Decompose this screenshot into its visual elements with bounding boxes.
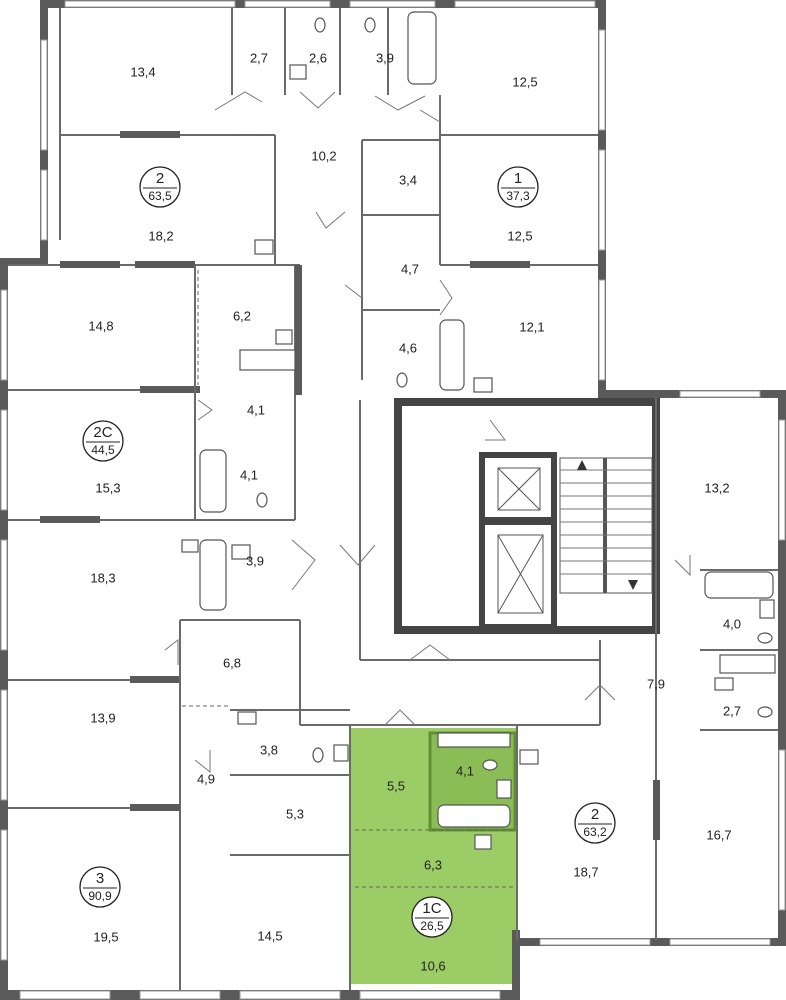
apartment-badge[interactable]: 2С 44,5 <box>82 420 124 462</box>
bath-fixtures <box>181 11 776 850</box>
door-swings <box>164 91 691 774</box>
staircase <box>559 457 653 594</box>
room-area-label: 12,5 <box>512 74 537 89</box>
room-area-label: 4,9 <box>197 771 215 786</box>
room-area-label: 13,4 <box>130 64 155 79</box>
room-area-label: 6,8 <box>223 655 241 670</box>
room-area-label: 4,7 <box>401 261 419 276</box>
room-area-label: 3,9 <box>376 50 394 65</box>
room-area-label: 19,5 <box>93 929 118 944</box>
room-labels: 13,4 2,7 2,6 3,9 12,5 10,2 3,4 18,2 12,5… <box>88 50 741 973</box>
apartment-badge-highlighted[interactable]: 1С 26,5 <box>411 896 453 938</box>
room-area-label: 4,1 <box>240 467 258 482</box>
apartment-number: 2С <box>93 424 112 441</box>
room-area-label: 4,0 <box>723 616 741 631</box>
room-area-label: 2,6 <box>309 50 327 65</box>
apartment-area: 90,9 <box>88 889 112 903</box>
room-area-label: 4,6 <box>399 340 417 355</box>
apartment-number: 3 <box>96 870 104 887</box>
room-area-label: 7,9 <box>647 676 665 691</box>
room-area-label: 13,9 <box>90 710 115 725</box>
room-area-label: 18,2 <box>148 228 173 243</box>
room-area-label: 18,7 <box>573 864 598 879</box>
room-area-label: 4,1 <box>247 402 265 417</box>
room-area-label: 10,2 <box>311 148 336 163</box>
apartment-badge[interactable]: 2 63,5 <box>139 166 181 208</box>
apartment-area: 37,3 <box>506 189 530 203</box>
room-area-label: 2,7 <box>723 703 741 718</box>
room-area-label: 12,5 <box>507 228 532 243</box>
apartment-area: 26,5 <box>420 919 444 933</box>
room-area-label: 4,1 <box>456 763 474 778</box>
room-area-label: 6,3 <box>424 857 442 872</box>
dashed-divisions <box>182 134 515 888</box>
room-area-label: 5,5 <box>387 778 405 793</box>
room-area-label: 14,5 <box>257 928 282 943</box>
apartment-badge[interactable]: 3 90,9 <box>79 866 121 908</box>
apartment-area: 63,2 <box>583 825 607 839</box>
apartment-badges: 2 63,5 1 37,3 2С 44,5 2 63,2 3 90,9 <box>79 166 616 938</box>
apartment-area: 44,5 <box>91 443 115 457</box>
room-area-label: 2,7 <box>250 50 268 65</box>
apartment-area: 63,5 <box>148 189 172 203</box>
apartment-number: 2 <box>591 806 599 823</box>
room-area-label: 3,4 <box>399 172 417 187</box>
room-area-label: 3,8 <box>260 742 278 757</box>
room-area-label: 6,2 <box>233 308 251 323</box>
apartment-number: 1 <box>514 170 522 187</box>
apartment-badge[interactable]: 1 37,3 <box>497 166 539 208</box>
room-area-label: 16,7 <box>706 827 731 842</box>
apartment-badge[interactable]: 2 63,2 <box>574 802 616 844</box>
apartment-number: 1С <box>422 900 441 917</box>
room-area-label: 13,2 <box>704 480 729 495</box>
room-area-label: 18,3 <box>90 570 115 585</box>
room-area-label: 10,6 <box>420 958 445 973</box>
room-area-label: 15,3 <box>95 480 120 495</box>
interior-walls <box>8 8 778 990</box>
elevators <box>497 467 544 614</box>
room-area-label: 14,8 <box>88 318 113 333</box>
apartment-number: 2 <box>156 170 164 187</box>
room-area-label: 5,3 <box>286 806 304 821</box>
room-area-label: 12,1 <box>519 319 544 334</box>
room-area-label: 3,9 <box>246 553 264 568</box>
